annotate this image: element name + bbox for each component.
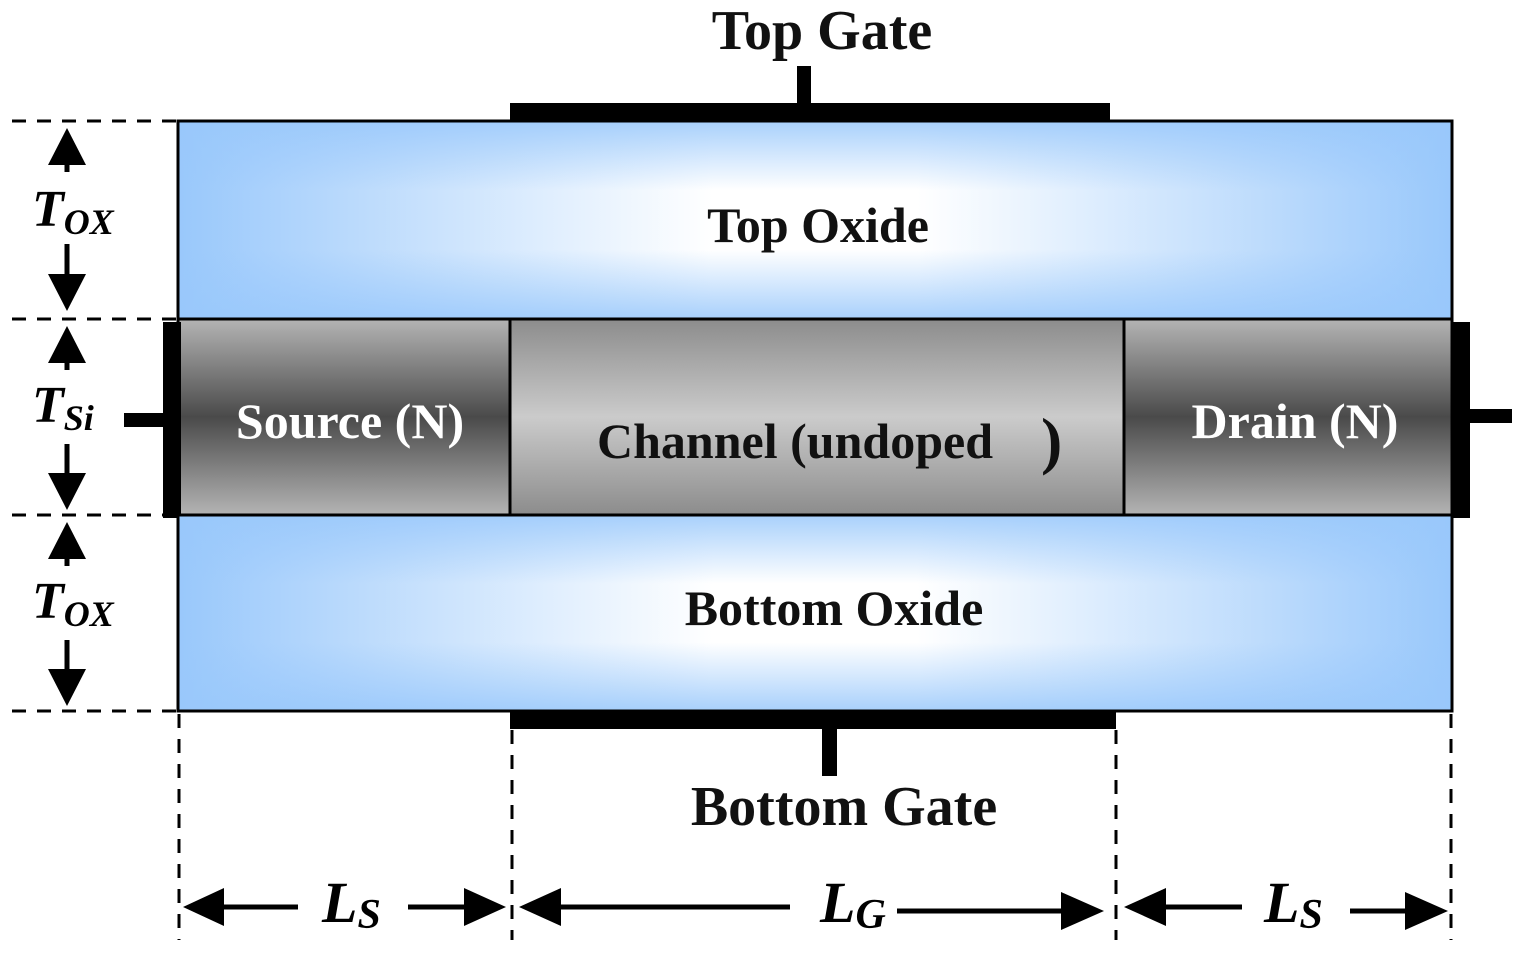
- ls-right-label: LS: [1263, 870, 1323, 938]
- top-oxide-label: Top Oxide: [707, 197, 929, 253]
- tox-bottom-dimension: [48, 522, 86, 706]
- thickness-guides: [12, 119, 178, 713]
- top-gate-electrode: [510, 103, 1110, 121]
- tsi-dimension: [48, 326, 86, 510]
- bottom-gate-lead: [822, 726, 837, 776]
- tsi-label: TSi: [32, 377, 94, 438]
- bottom-gate-electrode: [510, 711, 1116, 729]
- bottom-gate-label: Bottom Gate: [691, 776, 997, 838]
- top-gate-label: Top Gate: [712, 0, 932, 62]
- source-terminal-lead: [124, 413, 166, 427]
- channel-label: Channel (undoped: [597, 413, 993, 469]
- channel-closing-paren: ): [1041, 405, 1062, 476]
- length-guides: [177, 714, 1453, 940]
- drain-label: Drain (N): [1192, 393, 1399, 449]
- lg-label: LG: [819, 870, 886, 938]
- bottom-oxide-label: Bottom Oxide: [685, 580, 984, 636]
- ls-right-dimension: [1124, 888, 1448, 930]
- tox-bottom-label: TOX: [32, 573, 115, 634]
- tox-top-dimension: [48, 128, 86, 311]
- tox-top-label: TOX: [32, 181, 115, 242]
- top-gate-lead: [797, 66, 811, 106]
- source-contact: [163, 322, 181, 518]
- bottom-oxide-layer: [176, 513, 1454, 713]
- lg-dimension: [519, 888, 1104, 930]
- ls-left-dimension: [183, 888, 506, 926]
- drain-terminal-lead: [1468, 409, 1512, 423]
- source-label: Source (N): [236, 393, 464, 449]
- drain-contact: [1452, 322, 1470, 518]
- ls-left-label: LS: [321, 870, 381, 938]
- top-oxide-layer: [176, 119, 1454, 321]
